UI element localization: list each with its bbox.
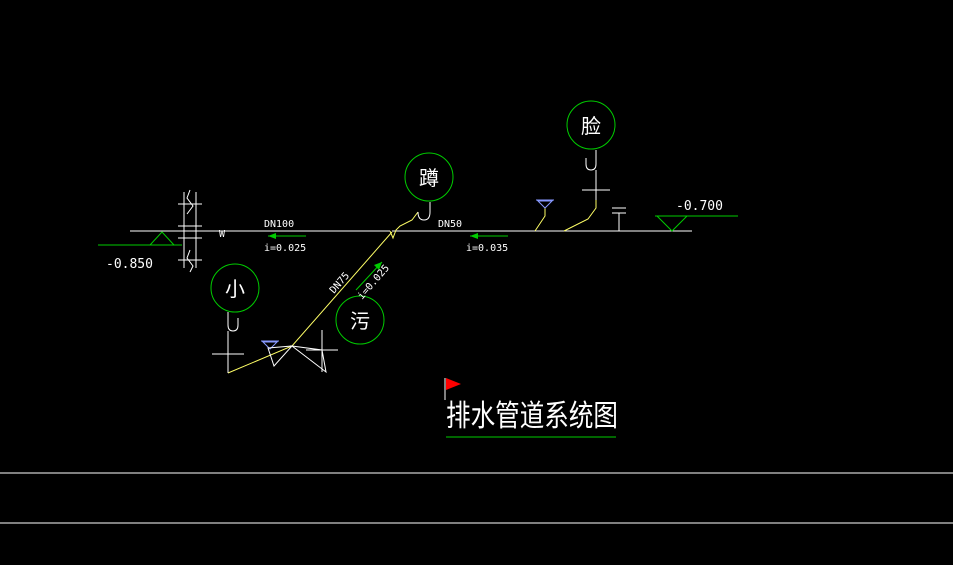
pipe-wash-branch	[563, 200, 597, 232]
fixture-label-wash: 脸	[581, 114, 601, 138]
pipe-slope-branch: i=0.025	[356, 263, 392, 302]
diagram-title: 排水管道系统图	[446, 399, 618, 434]
fixture-label-sewage: 污	[350, 309, 370, 333]
elevation-label-right: -0.700	[676, 199, 723, 214]
fixture-label-small: 小	[225, 277, 245, 301]
riser-tag: W	[219, 229, 226, 240]
pipe-size-branch: DN75	[328, 271, 352, 296]
pipe-size-right: DN50	[438, 219, 462, 230]
pipe-diagonal-branch	[227, 231, 393, 374]
fixture-bubble-wash: 脸	[566, 100, 616, 150]
cleanout-icon	[612, 207, 626, 231]
fixture-label-squat: 蹲	[419, 166, 439, 190]
flow-arrow-branch	[355, 261, 383, 291]
floor-drain-lower-icon	[261, 340, 279, 350]
fixture-bubble-squat: 蹲	[404, 152, 454, 202]
elevation-mark-left	[98, 231, 182, 246]
pipe-drain-branch	[534, 208, 546, 232]
pipe-slope-right: i=0.035	[466, 243, 508, 254]
flag-icon	[444, 378, 461, 400]
flow-arrow-main	[268, 233, 306, 239]
flow-arrow-right	[470, 233, 508, 239]
floor-drain-icon	[536, 199, 554, 209]
fixture-bubble-small: 小	[210, 263, 260, 313]
riser-pipe-symbol	[178, 189, 202, 273]
elevation-mark-right	[655, 215, 738, 232]
squat-trap-icon	[417, 202, 431, 221]
fixture-bubble-sewage: 污	[335, 295, 385, 345]
pipe-fitting-icon	[267, 330, 338, 374]
pipe-squat-branch	[389, 211, 419, 240]
elevation-label-left: -0.850	[106, 257, 153, 272]
pipe-slope-main: i=0.025	[264, 243, 306, 254]
pipe-size-main: DN100	[264, 219, 294, 230]
wash-basin-trap-icon	[582, 150, 610, 200]
urinal-trap-icon	[212, 312, 244, 373]
